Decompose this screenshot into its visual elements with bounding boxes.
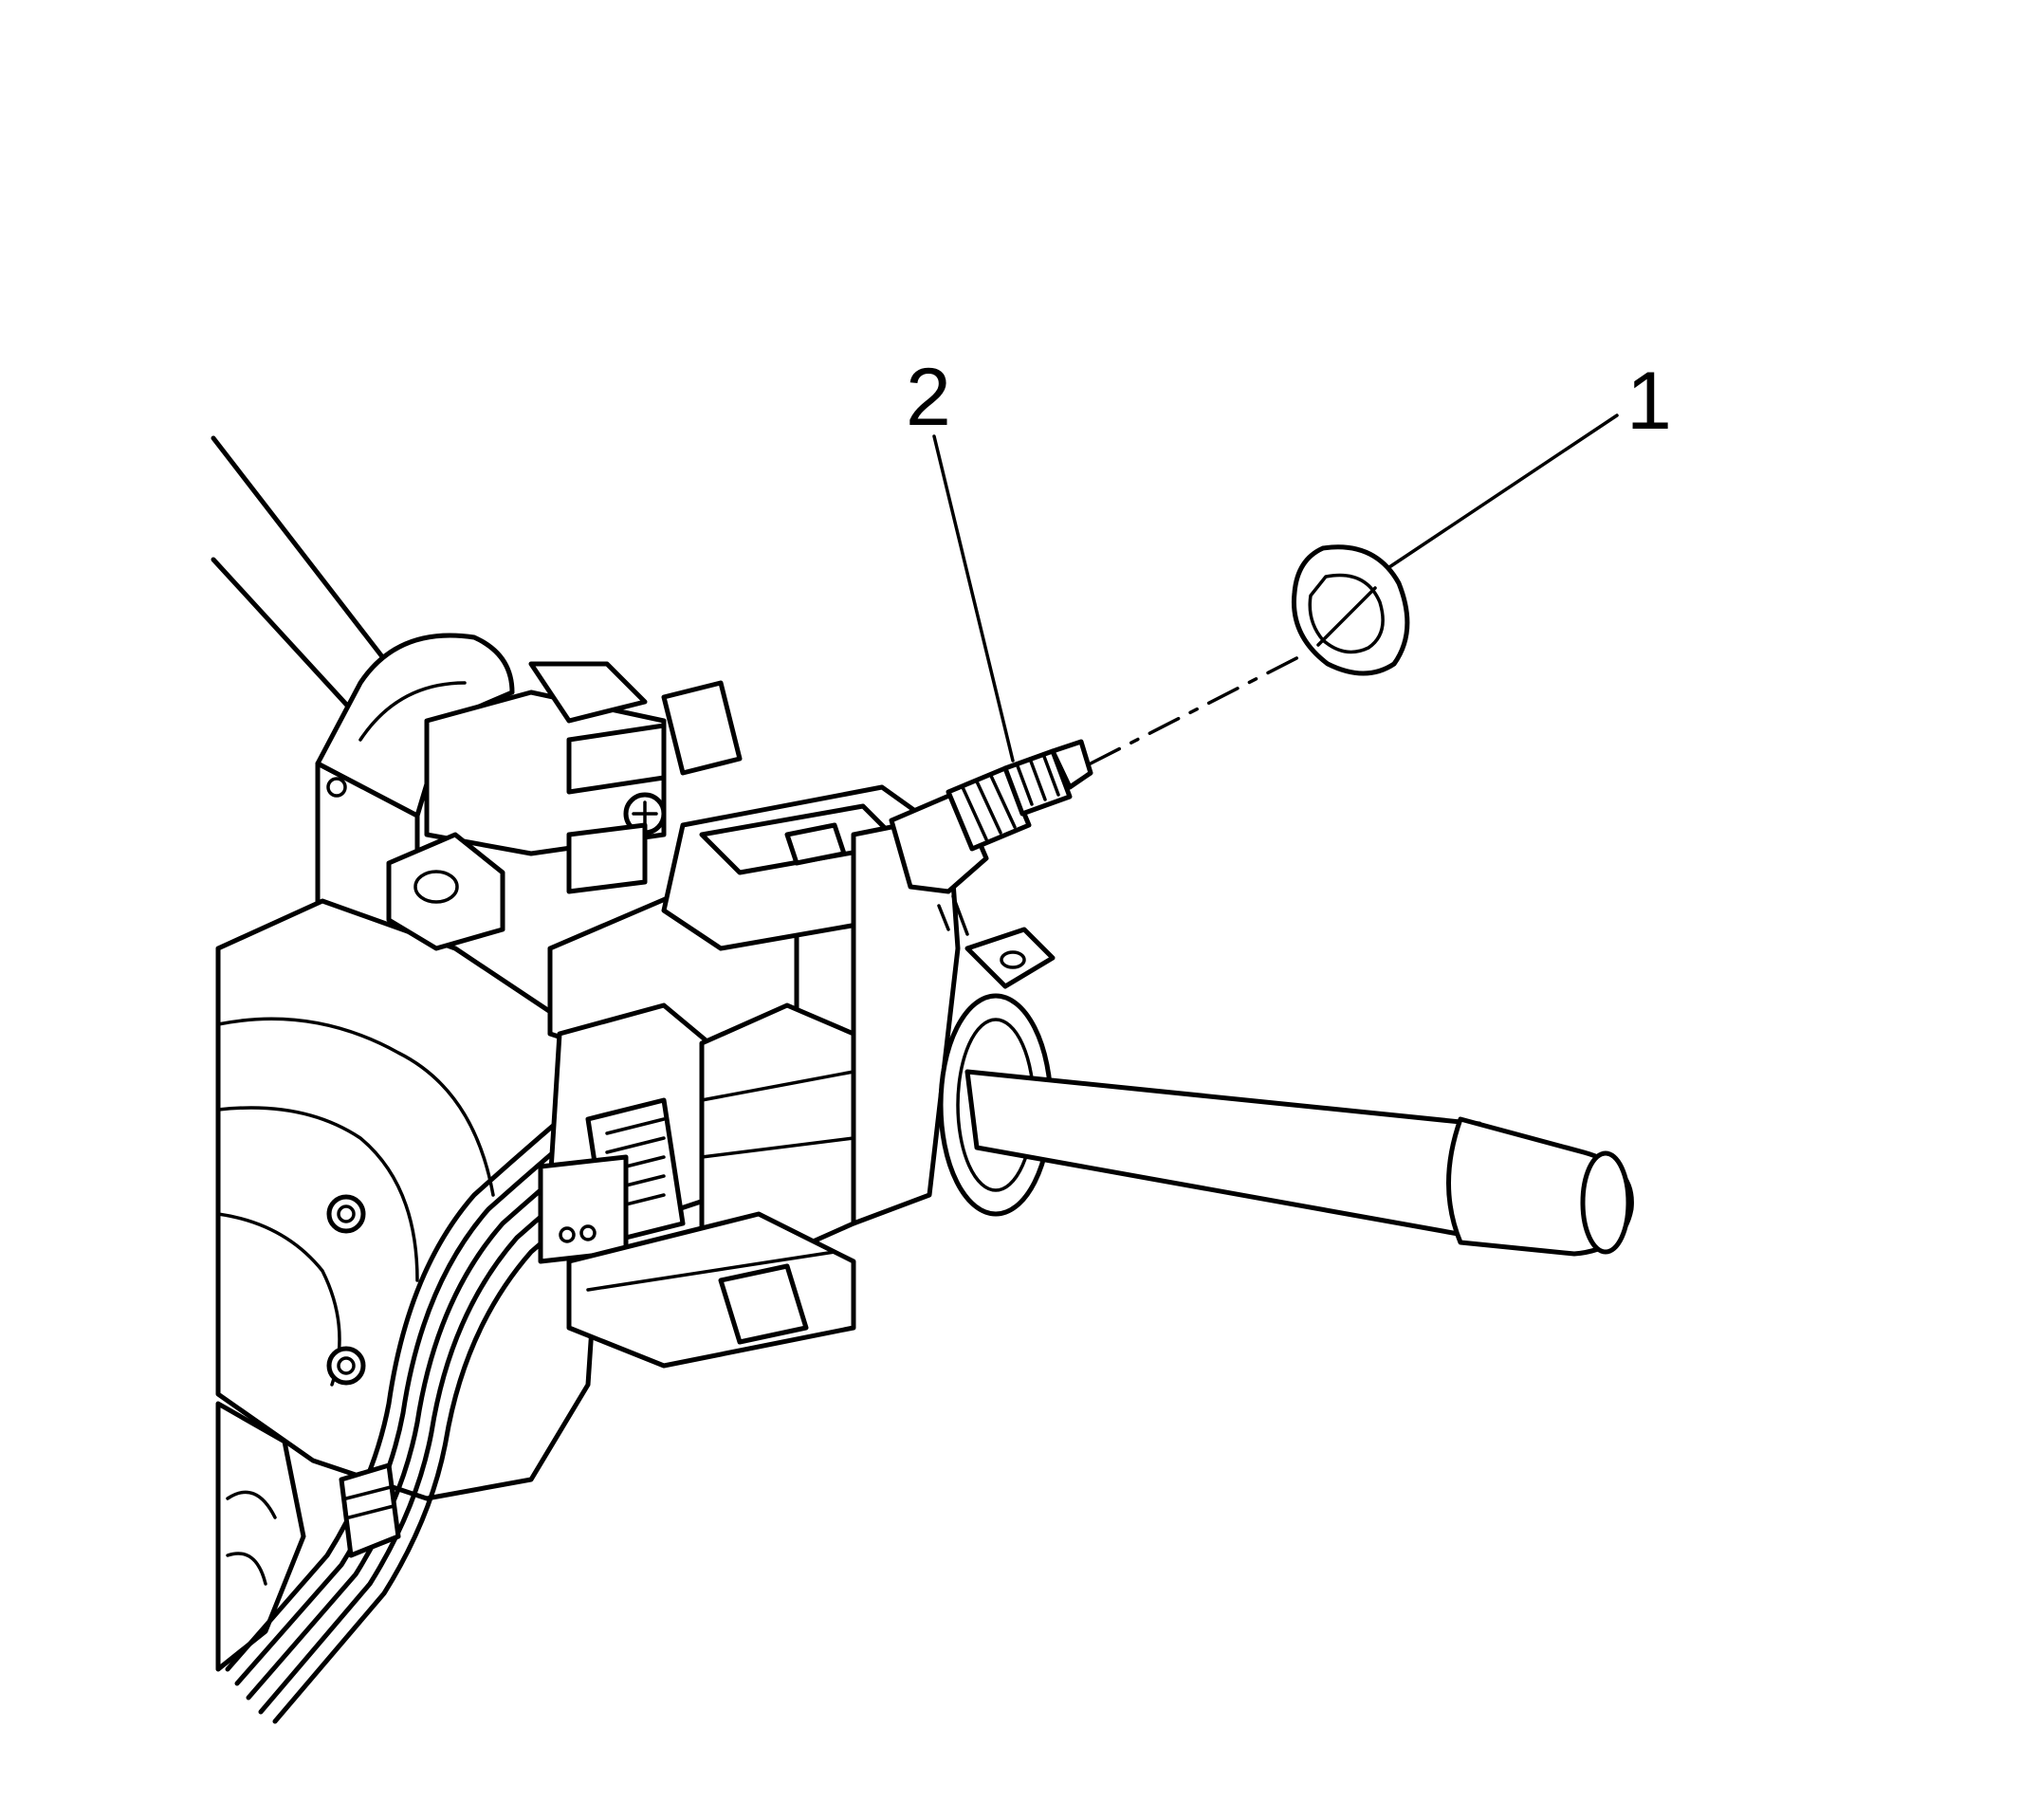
bulb [1291,544,1410,676]
switch-body [538,784,951,1369]
tilt-housing [215,832,610,1501]
multifunction-lever [964,1069,1634,1257]
alignment-line [1089,653,1306,765]
callout-2-leader [932,434,1015,763]
callout-2-label: 2 [906,352,951,443]
callout-1-leader [1387,414,1619,569]
bulb-socket [889,739,1093,936]
callout-1-label: 1 [1626,356,1672,447]
column-edge-lines [211,435,387,712]
column-base [215,1401,306,1672]
switch-collar [851,813,1056,1226]
